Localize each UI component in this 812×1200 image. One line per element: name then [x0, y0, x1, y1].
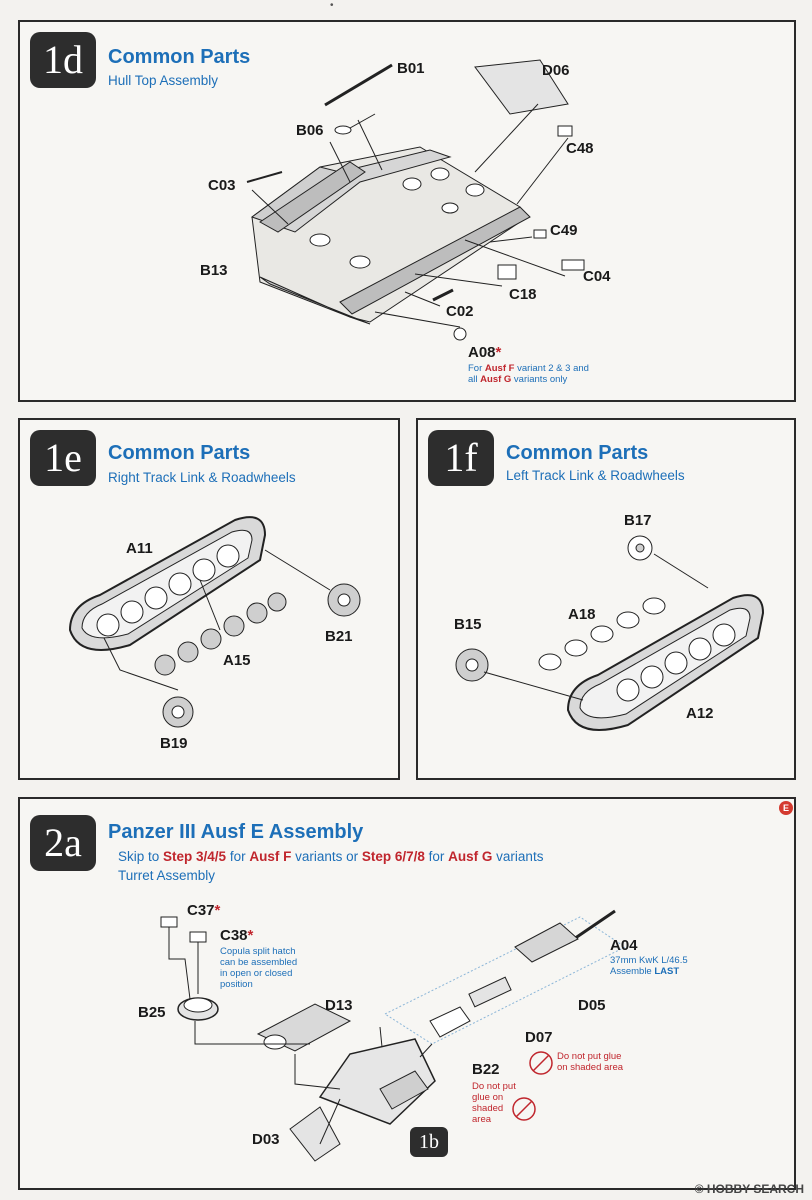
a08-variant-note: For Ausf F variant 2 & 3 and all Ausf G …: [468, 363, 589, 385]
part-label-c18: C18: [509, 286, 537, 303]
panel-title: Common Parts: [108, 442, 251, 464]
right-track-illustration: [68, 516, 361, 728]
turret-illustration: [160, 909, 626, 1162]
d07-glue-note: Do not put glue on shaded area: [557, 1051, 624, 1073]
panel-subtitle: Left Track Link & Roadwheels: [506, 468, 685, 483]
part-label-d03: D03: [252, 1131, 280, 1148]
reference-step-badge: 1b: [410, 1127, 448, 1157]
part-label-a08-text: A08: [468, 344, 496, 361]
panel-step-1f: 1f Common Parts Left Track Link & Roadwh…: [416, 418, 796, 780]
part-label-c49: C49: [550, 222, 578, 239]
part-label-b17: B17: [624, 512, 652, 529]
a04-gun-note: 37mm KwK L/46.5 Assemble LAST: [610, 955, 688, 977]
part-label-b22: B22: [472, 1061, 500, 1078]
optional-marker: *: [247, 927, 254, 944]
b22-glue-note: Do not put glue on shaded area: [472, 1081, 516, 1125]
part-label-b13: B13: [200, 262, 228, 279]
panel-step-1e: 1e Common Parts Right Track Link & Roadw…: [18, 418, 400, 780]
optional-marker: *: [214, 902, 221, 919]
part-label-b15: B15: [454, 616, 482, 633]
part-label-c02: C02: [446, 303, 474, 320]
part-label-b25: B25: [138, 1004, 166, 1021]
part-label-a12: A12: [686, 705, 714, 722]
part-label-d06: D06: [542, 62, 570, 79]
part-label-b19: B19: [160, 735, 188, 752]
part-label-c03: C03: [208, 177, 236, 194]
left-track-illustration: [455, 535, 765, 731]
part-label-c38: C38*: [220, 927, 254, 944]
part-label-d13: D13: [325, 997, 353, 1014]
c38-hatch-note: Copula split hatch can be assembled in o…: [220, 946, 298, 990]
part-label-d07: D07: [525, 1029, 553, 1046]
step-badge: 1e: [30, 430, 96, 486]
part-label-b01: B01: [397, 60, 425, 77]
part-label-b06: B06: [296, 122, 324, 139]
panel-title: Common Parts: [108, 46, 251, 68]
panel-subtitle: Hull Top Assembly: [108, 73, 219, 88]
panel-step-1d: 1d Common Parts Hull Top Assembly: [18, 20, 796, 402]
part-label-a04: A04: [610, 937, 638, 954]
optional-marker: *: [495, 344, 502, 361]
panel-subtitle: Turret Assembly: [118, 868, 216, 883]
part-label-c04: C04: [583, 268, 611, 285]
step-badge: 1f: [428, 430, 494, 486]
panel-step-2a: 2a Panzer III Ausf E Assembly Skip to St…: [18, 797, 796, 1190]
panel-subtitle: Right Track Link & Roadwheels: [108, 470, 296, 485]
step-badge: 2a: [30, 815, 96, 871]
panel-title: Common Parts: [506, 442, 649, 464]
part-label-a11: A11: [126, 540, 153, 557]
watermark: © HOBBY SEARCH: [694, 1182, 804, 1196]
hull-top-illustration: [246, 59, 585, 341]
e-badge: E: [779, 801, 793, 815]
part-label-c37: C37*: [187, 902, 221, 919]
skip-instruction: Skip to Step 3/4/5 for Ausf F variants o…: [118, 849, 544, 864]
part-label-a18: A18: [568, 606, 596, 623]
part-label-a08: A08*: [468, 344, 501, 361]
page-marker: •: [330, 0, 334, 11]
part-label-b21: B21: [325, 628, 353, 645]
part-label-d05: D05: [578, 997, 606, 1014]
step-badge: 1d: [30, 32, 96, 88]
panel-title: Panzer III Ausf E Assembly: [108, 821, 364, 843]
part-label-a15: A15: [223, 652, 251, 669]
part-label-c48: C48: [566, 140, 594, 157]
